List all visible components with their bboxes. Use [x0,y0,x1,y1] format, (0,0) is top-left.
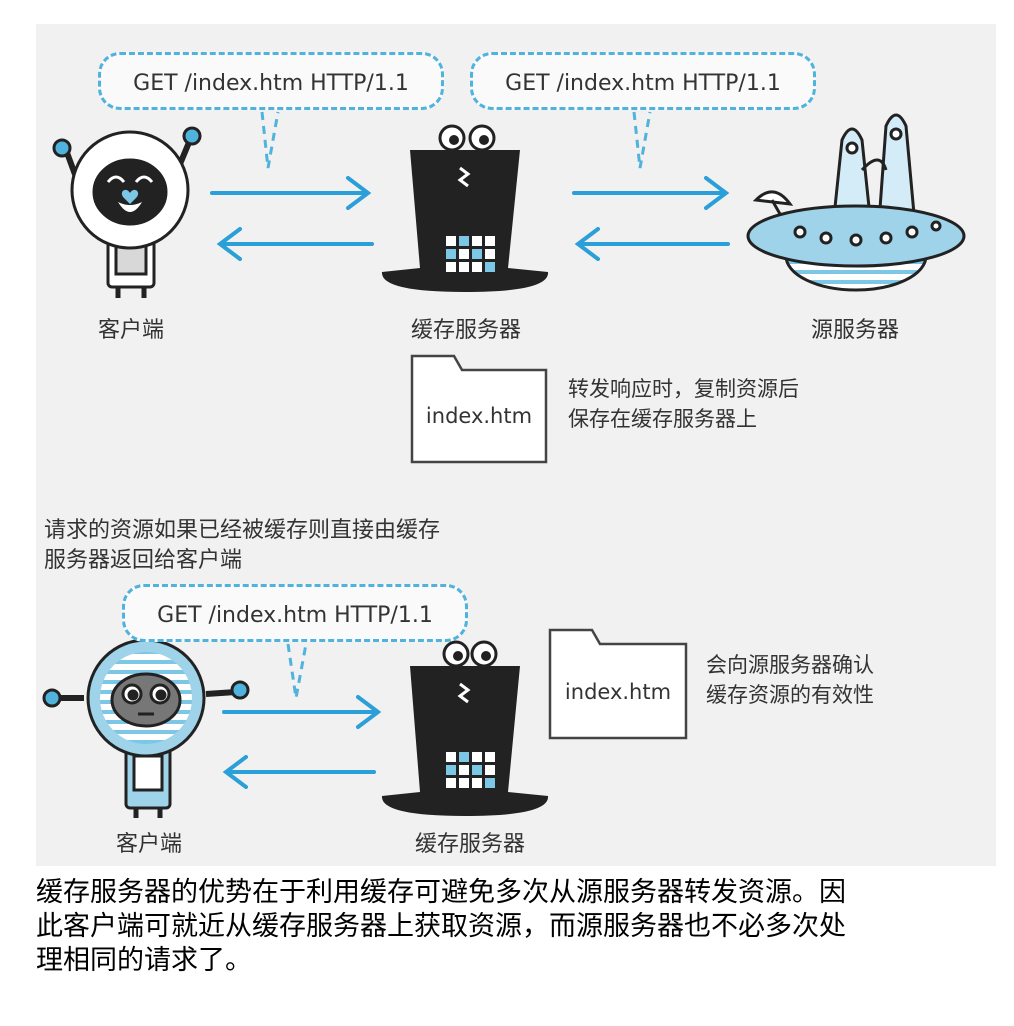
arrow-left-icon [216,227,374,261]
request-line-text: GET /index.htm HTTP/1.1 [505,71,781,96]
request-line-text: GET /index.htm HTTP/1.1 [133,71,409,96]
arrow-right-icon [222,695,382,729]
note-line: 转发响应时，复制资源后 [568,377,799,401]
cache-server-label: 缓存服务器 [414,832,525,857]
origin-server-ufo-icon [746,113,966,292]
intro-line: 请求的资源如果已经被缓存则直接由缓存 [44,518,441,543]
cache-server-label: 缓存服务器 [410,318,521,343]
client-label: 客户端 [115,832,182,857]
request-bubble-client-to-cache: GET /index.htm HTTP/1.1 [122,584,468,642]
file-name-label: index.htm [564,680,672,704]
bubble-tail-bottom [286,643,308,699]
caption-paragraph: 缓存服务器的优势在于利用缓存可避免多次从源服务器转发资源。因 此客户端可就近从缓… [36,876,996,978]
caption-line: 理相同的请求了。 [36,945,252,976]
bubble-tail-top-left [260,111,280,169]
request-bubble-client-to-cache: GET /index.htm HTTP/1.1 [98,52,444,110]
cache-led-grid [446,236,495,272]
caption-line: 此客户端可就近从缓存服务器上获取资源，而源服务器也不必多次处 [36,911,846,942]
intro-line: 服务器返回给客户端 [44,548,243,573]
caption-line: 缓存服务器的优势在于利用缓存可避免多次从源服务器转发资源。因 [36,877,846,908]
arrow-left-icon [222,755,376,789]
arrow-right-icon [572,176,730,210]
cache-copy-note: 转发响应时，复制资源后 保存在缓存服务器上 [568,374,799,434]
validation-note: 会向源服务器确认 缓存资源的有效性 [706,650,874,710]
cache-server-hat-icon [381,640,549,816]
client-label: 客户端 [97,318,164,343]
request-bubble-cache-to-origin: GET /index.htm HTTP/1.1 [470,52,816,110]
request-line-text: GET /index.htm HTTP/1.1 [157,603,433,628]
cache-led-grid [446,752,495,788]
client-robot-icon [52,126,202,298]
note-line: 保存在缓存服务器上 [568,407,757,431]
arrow-right-icon [210,176,372,210]
file-icon [548,628,688,740]
arrow-left-icon [574,227,730,261]
note-line: 会向源服务器确认 [706,653,874,677]
file-name-label: index.htm [425,404,533,428]
client-robot-icon [42,638,250,818]
file-icon [410,354,548,464]
cache-hit-intro: 请求的资源如果已经被缓存则直接由缓存 服务器返回给客户端 [44,516,440,576]
origin-server-label: 源服务器 [810,318,899,343]
bubble-tail-top-right [632,111,652,169]
note-line: 缓存资源的有效性 [706,683,874,707]
cache-server-hat-icon [381,124,549,292]
